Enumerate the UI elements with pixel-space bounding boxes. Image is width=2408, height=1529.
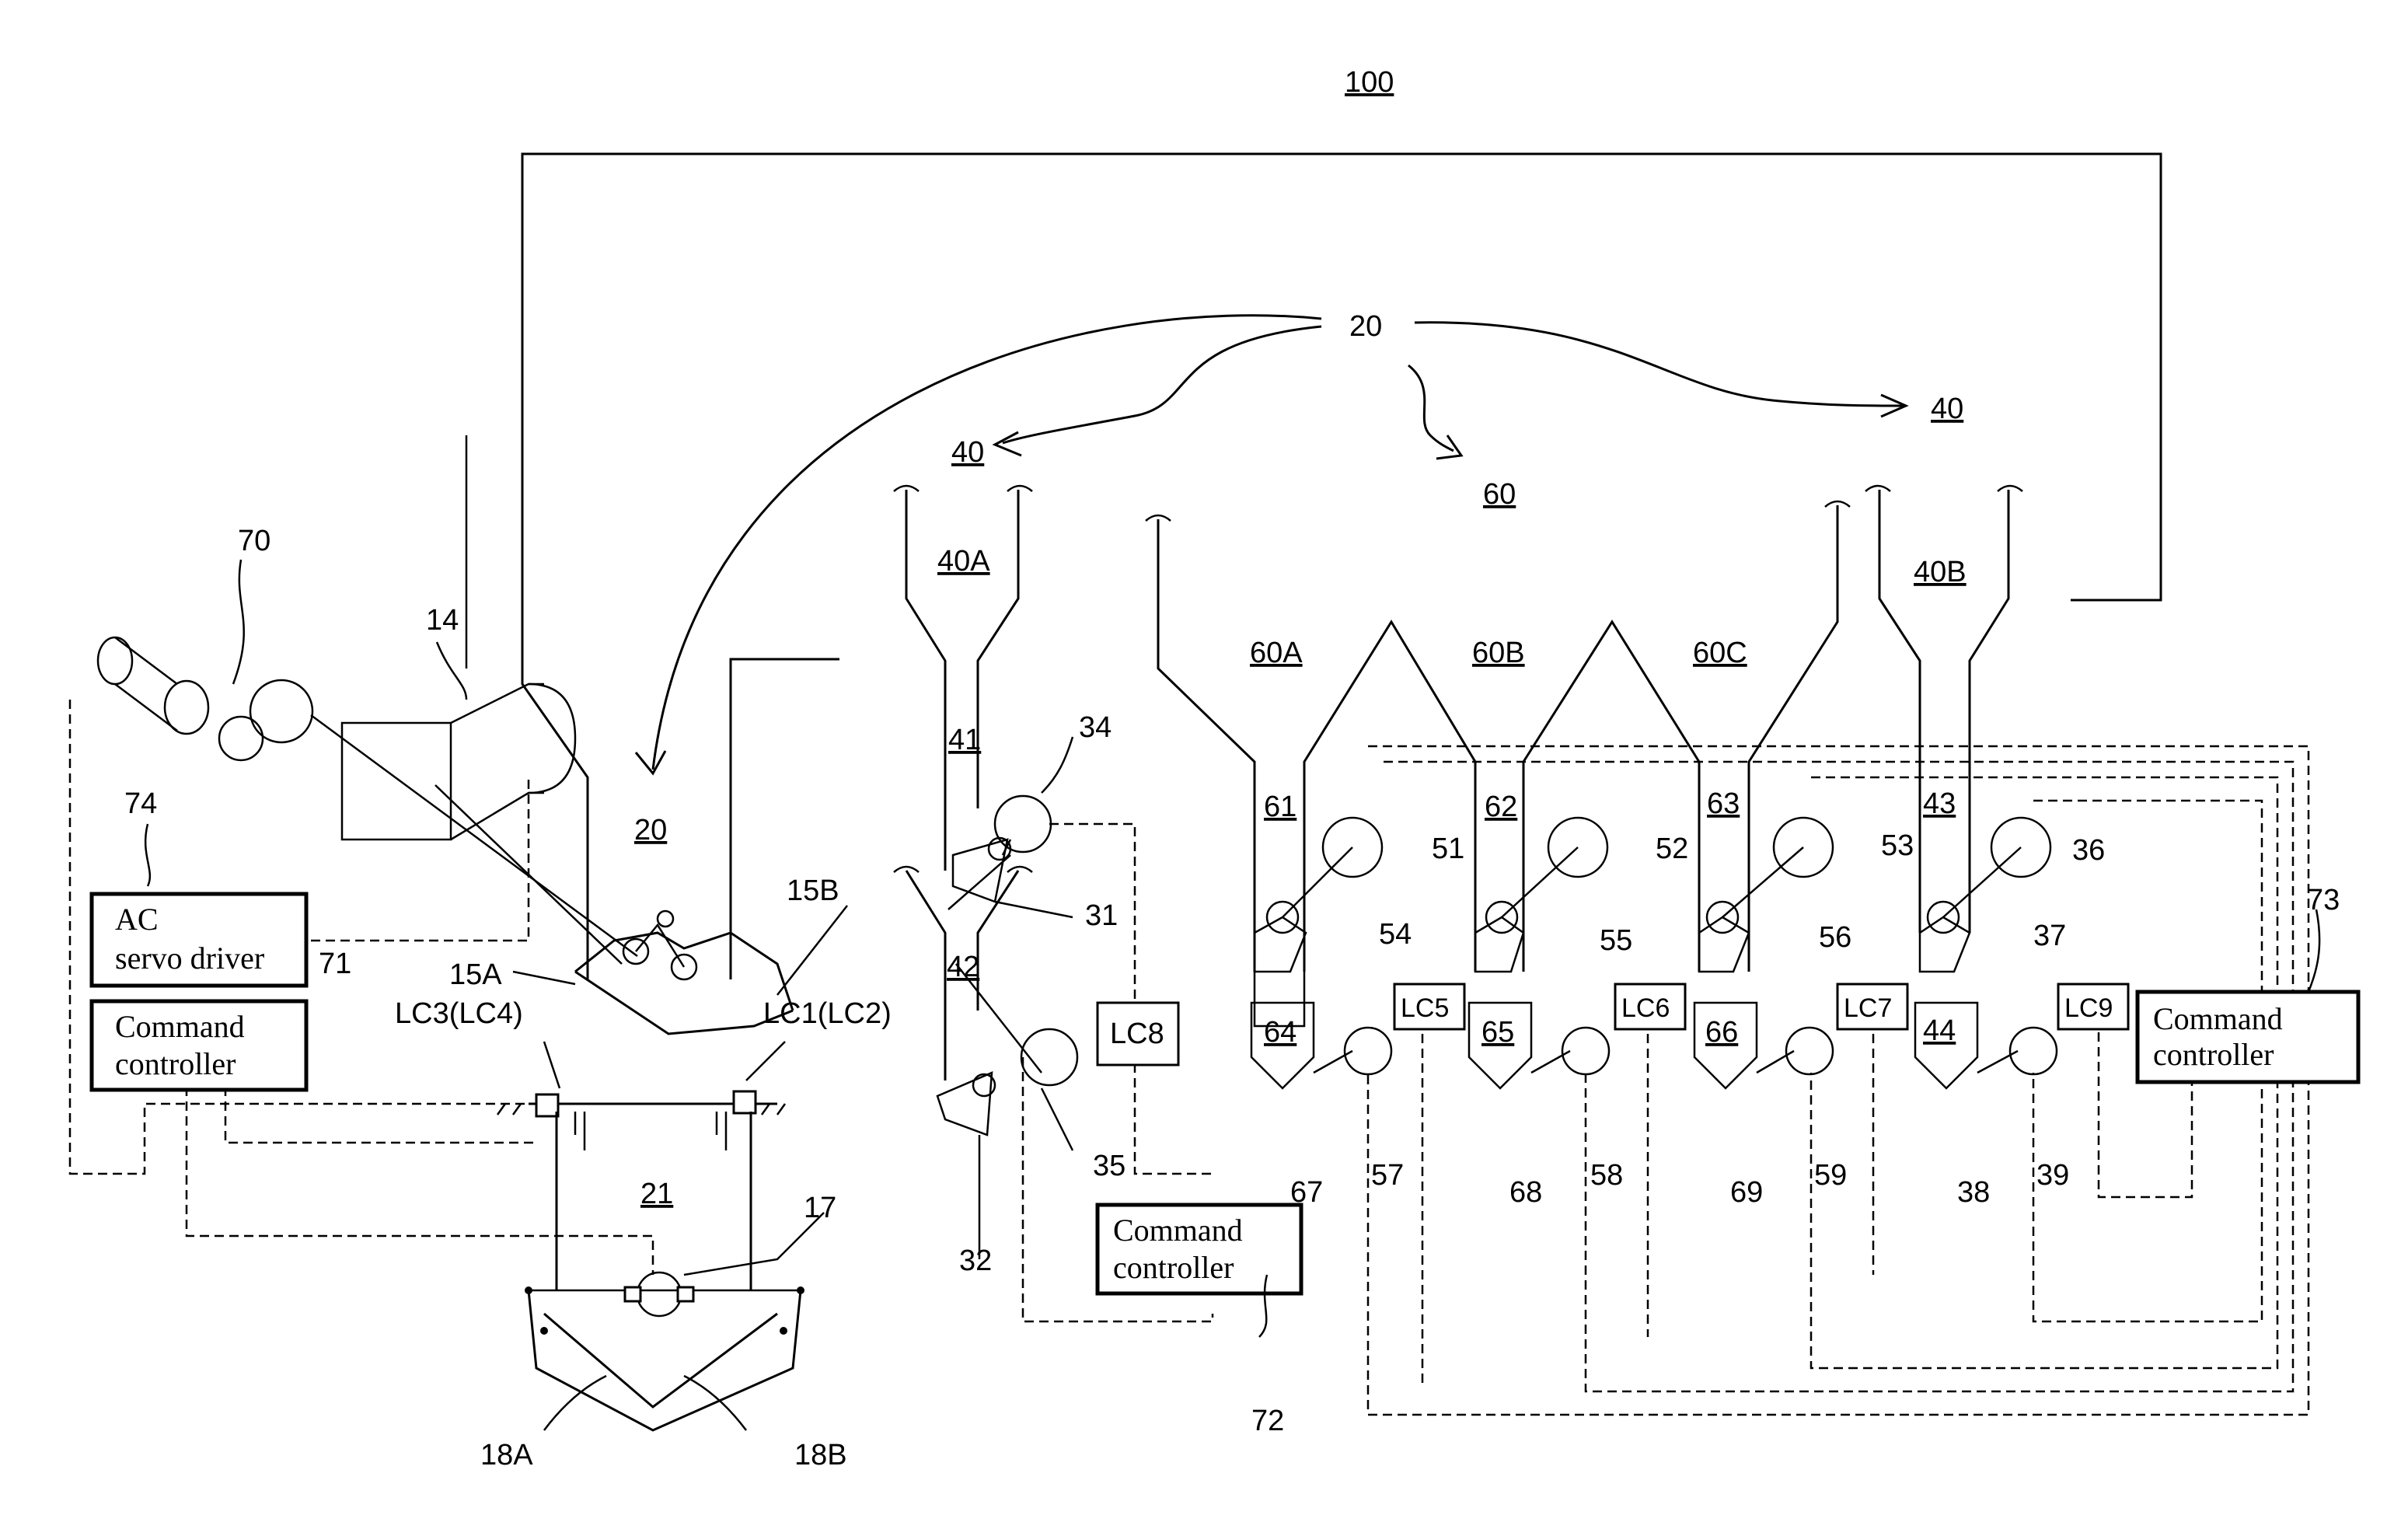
label-65: 65	[1481, 1016, 1514, 1049]
label-63: 63	[1707, 787, 1740, 820]
lc8-label: LC8	[1110, 1018, 1164, 1050]
label-60B: 60B	[1472, 637, 1525, 669]
lc6-label: LC6	[1621, 993, 1670, 1023]
label-60C: 60C	[1693, 637, 1747, 669]
label-51: 51	[1432, 833, 1464, 865]
label-57: 57	[1371, 1159, 1404, 1192]
label-35: 35	[1093, 1150, 1125, 1182]
label-74: 74	[124, 787, 157, 820]
label-60: 60	[1483, 478, 1516, 511]
label-59: 59	[1814, 1159, 1847, 1192]
cmd72-line1: Command	[1113, 1213, 1243, 1248]
label-20-top: 20	[1349, 310, 1382, 343]
label-42: 42	[947, 951, 979, 983]
label-44: 44	[1923, 1014, 1956, 1047]
label-62: 62	[1485, 791, 1517, 823]
ac-servo-line2: servo driver	[115, 941, 264, 976]
label-55: 55	[1600, 924, 1632, 957]
weigh-hopper-21	[497, 1091, 804, 1430]
label-70: 70	[238, 525, 270, 557]
label-54: 54	[1379, 918, 1412, 951]
ac-servo-line1: AC	[115, 902, 159, 937]
label-61: 61	[1264, 791, 1296, 823]
pool-hoppers-15	[575, 911, 793, 1034]
label-18A: 18A	[480, 1439, 533, 1471]
label-14: 14	[426, 604, 459, 637]
label-21: 21	[640, 1178, 673, 1210]
label-69: 69	[1730, 1176, 1763, 1209]
label-72: 72	[1251, 1405, 1284, 1437]
cmd72-line2: controller	[1113, 1250, 1234, 1285]
label-66: 66	[1705, 1016, 1738, 1049]
label-39: 39	[2036, 1159, 2069, 1192]
label-15B: 15B	[787, 874, 839, 907]
lc5-label: LC5	[1401, 993, 1449, 1023]
arrows-from-20	[636, 316, 1906, 773]
cmd73-line2: controller	[2153, 1037, 2274, 1072]
label-34: 34	[1079, 711, 1112, 744]
label-lc3-lc4: LC3(LC4)	[395, 997, 523, 1030]
label-56: 56	[1819, 921, 1851, 954]
label-40B: 40B	[1914, 556, 1967, 588]
hopper-60	[1146, 501, 1850, 972]
label-40A: 40A	[937, 545, 990, 578]
feeder-assembly	[98, 435, 637, 964]
label-41: 41	[948, 724, 981, 756]
label-18B: 18B	[794, 1439, 847, 1471]
label-15A: 15A	[449, 958, 502, 991]
label-lc1-lc2: LC1(LC2)	[763, 997, 892, 1030]
label-53: 53	[1881, 829, 1914, 862]
enclosure-right-inner	[731, 659, 839, 979]
label-73: 73	[2307, 884, 2340, 916]
label-40-right: 40	[1931, 393, 1963, 425]
label-40-left: 40	[951, 436, 984, 469]
label-43: 43	[1923, 787, 1956, 820]
label-37: 37	[2033, 920, 2066, 952]
label-52: 52	[1656, 833, 1688, 865]
label-67: 67	[1290, 1176, 1323, 1209]
label-36: 36	[2072, 834, 2105, 867]
signal-lines	[70, 700, 2309, 1415]
cmd71-line2: controller	[115, 1046, 236, 1081]
label-58: 58	[1590, 1159, 1623, 1192]
label-71: 71	[319, 948, 351, 980]
cmd71-line1: Command	[115, 1009, 245, 1044]
label-32: 32	[959, 1244, 992, 1277]
label-68: 68	[1509, 1176, 1542, 1209]
lc9-label: LC9	[2064, 993, 2113, 1023]
label-38: 38	[1957, 1176, 1990, 1209]
label-100: 100	[1345, 66, 1394, 99]
cmd73-line1: Command	[2153, 1001, 2283, 1036]
label-17: 17	[804, 1192, 836, 1224]
label-31: 31	[1085, 899, 1118, 932]
label-64: 64	[1264, 1016, 1296, 1049]
label-20-weigher: 20	[634, 814, 667, 847]
leader-lines	[145, 560, 2319, 1430]
label-60A: 60A	[1250, 637, 1303, 669]
lc7-label: LC7	[1844, 993, 1892, 1023]
